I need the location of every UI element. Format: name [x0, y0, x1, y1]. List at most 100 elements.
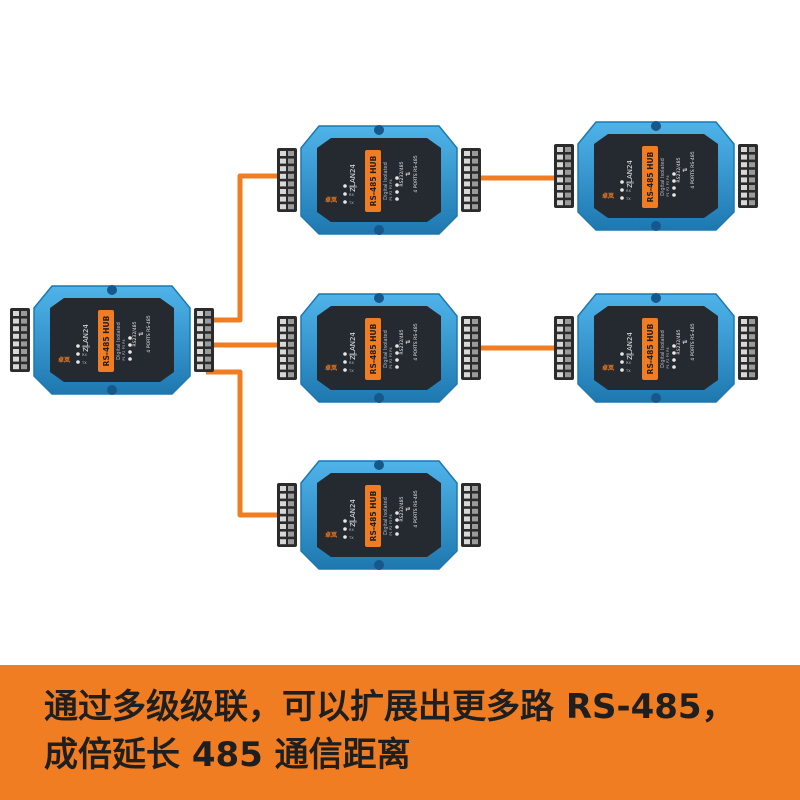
terminal-pin — [472, 319, 478, 324]
terminal-screw — [741, 341, 747, 347]
terminal-block-left — [10, 308, 30, 372]
led-label-text: RX — [349, 361, 354, 365]
terminal-pin — [749, 334, 755, 340]
terminal-pin — [565, 192, 571, 198]
terminal-pin — [288, 357, 294, 362]
terminal-screw — [741, 357, 747, 362]
terminal-pin — [288, 364, 294, 370]
device-name-text: RS-485 HUB — [646, 323, 655, 374]
terminal-screw — [464, 493, 470, 499]
port-led-icon — [128, 357, 132, 361]
port-led-icon — [395, 518, 399, 522]
terminal-block-left — [554, 316, 574, 380]
port-spec-1-text: RS232/485 — [399, 161, 405, 186]
terminal-pin — [288, 531, 294, 537]
terminal-housing — [194, 308, 214, 372]
terminal-screw — [464, 326, 470, 332]
status-led-icon — [343, 352, 347, 356]
terminal-screw — [464, 334, 470, 340]
model-text: ZLAN24 — [82, 324, 90, 352]
terminal-screw — [741, 372, 747, 378]
led-label-text: TX — [625, 369, 631, 373]
terminal-pin — [472, 151, 478, 156]
terminal-screw — [280, 341, 286, 347]
terminal-pin — [288, 493, 294, 499]
terminal-pin — [205, 326, 211, 332]
model-text: ZLAN24 — [349, 332, 357, 360]
led-label-text: PWR — [349, 185, 358, 189]
led-label-text: PWR — [82, 345, 91, 349]
terminal-pin — [288, 196, 294, 202]
status-led-icon — [343, 519, 347, 523]
status-led-icon — [620, 188, 624, 192]
port-led-labels: P1 P2 P3 P4 — [666, 175, 670, 197]
terminal-screw — [557, 185, 563, 190]
port-led-icon — [672, 351, 676, 355]
terminal-pin — [288, 372, 294, 378]
led-label-text: RX — [349, 193, 354, 197]
terminal-screw — [557, 349, 563, 355]
terminal-housing — [738, 144, 758, 208]
name-label-strip — [642, 146, 658, 208]
terminal-screw — [741, 326, 747, 332]
terminal-pin — [565, 319, 571, 324]
terminal-pin — [749, 372, 755, 378]
brand-logo-icon: 卓岚 — [325, 364, 337, 372]
led-label-text: PWR — [626, 181, 635, 185]
status-led-icon — [343, 368, 347, 372]
terminal-screw — [741, 169, 747, 175]
status-led-icon — [343, 184, 347, 188]
model-text: ZLAN24 — [349, 499, 357, 527]
port-spec-symbol-text: ⇅ — [405, 506, 412, 511]
terminal-screw — [464, 196, 470, 202]
name-label-strip — [98, 310, 114, 372]
terminal-screw — [280, 173, 286, 179]
terminal-pin — [472, 539, 478, 545]
mounting-screw-icon — [651, 393, 661, 403]
terminal-screw — [464, 524, 470, 529]
terminal-pin — [472, 372, 478, 378]
terminal-screw — [280, 524, 286, 529]
terminal-block-right — [738, 144, 758, 208]
terminal-pin — [21, 349, 27, 354]
terminal-screw — [13, 364, 19, 370]
terminal-screw — [280, 319, 286, 324]
terminal-pin — [472, 508, 478, 514]
terminal-pin — [21, 311, 27, 316]
subtitle-text: Digital Isolated — [660, 330, 666, 368]
terminal-screw — [280, 516, 286, 522]
port-spec-symbol-text: ⇅ — [138, 331, 145, 336]
terminal-housing — [10, 308, 30, 372]
port-led-icon — [672, 344, 676, 348]
terminal-screw — [197, 318, 203, 324]
terminal-screw — [280, 357, 286, 362]
terminal-screw — [464, 516, 470, 522]
terminal-pin — [565, 357, 571, 362]
brand-logo-icon: 卓岚 — [325, 531, 337, 539]
status-led-icon — [343, 535, 347, 539]
terminal-screw — [280, 334, 286, 340]
terminal-screw — [464, 189, 470, 194]
terminal-pin — [21, 364, 27, 370]
terminal-screw — [464, 364, 470, 370]
terminal-pin — [749, 169, 755, 175]
terminal-pin — [749, 162, 755, 168]
terminal-screw — [557, 147, 563, 152]
terminal-screw — [464, 501, 470, 507]
led-label-text: TX — [625, 197, 631, 201]
status-led-icon — [343, 360, 347, 364]
terminal-pin — [205, 364, 211, 370]
caption-line-2: 成倍延长 485 通信距离 — [44, 735, 411, 775]
terminal-screw — [464, 173, 470, 179]
terminal-screw — [197, 311, 203, 316]
terminal-screw — [557, 177, 563, 183]
rs485-cable-1 — [206, 173, 284, 323]
subtitle-text: Digital Isolated — [383, 162, 389, 200]
terminal-screw — [464, 341, 470, 347]
port-spec-1-text: RS232/485 — [676, 157, 682, 182]
terminal-block-left — [277, 316, 297, 380]
terminal-screw — [557, 357, 563, 362]
